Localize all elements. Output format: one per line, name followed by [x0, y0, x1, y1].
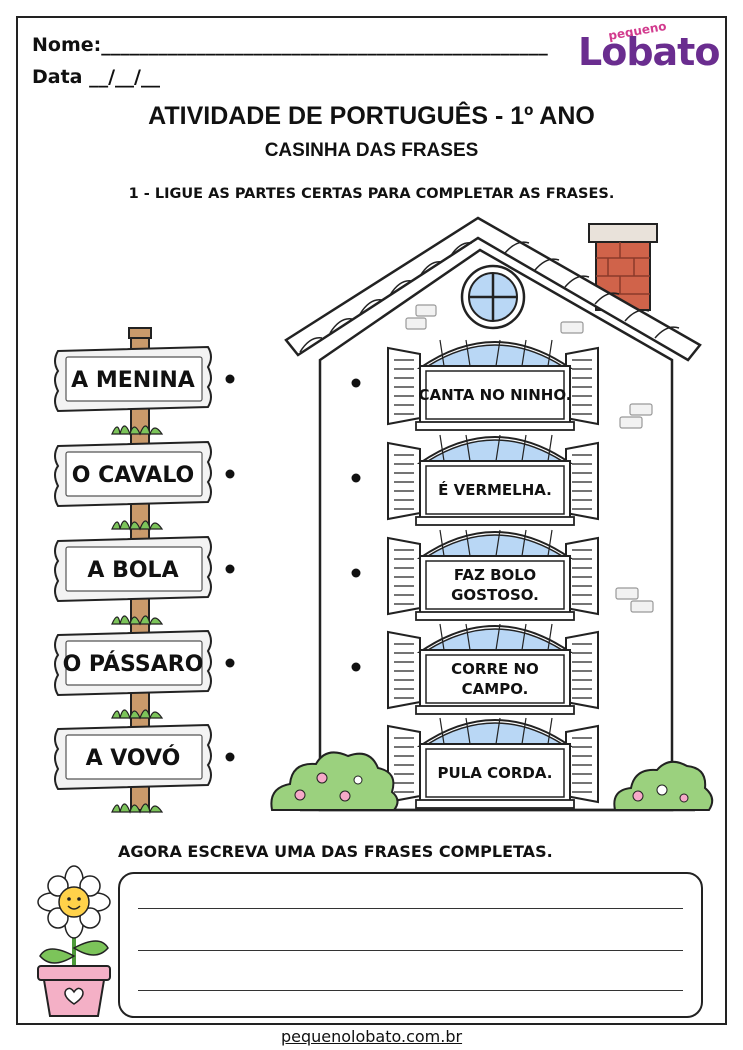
grass-tuft	[111, 615, 164, 627]
grass-tuft	[111, 803, 164, 815]
page-frame	[16, 16, 727, 1025]
writing-line[interactable]	[138, 908, 683, 909]
flower-pot-illustration	[37, 865, 111, 1017]
connect-dot-left[interactable]	[225, 564, 235, 574]
brand-logo: pequeno Lobato	[578, 19, 720, 82]
window-text: CAMPO.	[462, 680, 529, 698]
writing-line[interactable]	[138, 990, 683, 991]
grass-tuft	[111, 709, 164, 721]
connect-dot-left[interactable]	[225, 374, 235, 384]
name-field[interactable]: Nome:___________________________________…	[32, 34, 548, 56]
connect-dot-right[interactable]	[351, 662, 361, 672]
bush-left	[270, 751, 399, 811]
window-shutter	[387, 346, 421, 426]
window-text: PULA CORDA.	[438, 764, 553, 782]
window-text: FAZ BOLO	[454, 566, 536, 584]
writing-instruction: AGORA ESCREVA UMA DAS FRASES COMPLETAS.	[118, 842, 553, 861]
sign-label: O PÁSSARO	[63, 651, 204, 677]
instruction-text: 1 - LIGUE AS PARTES CERTAS PARA COMPLETA…	[128, 186, 615, 202]
sign-board: A VOVÓ	[54, 723, 212, 815]
window-text: CORRE NO	[451, 660, 539, 678]
house-window: FAZ BOLO GOSTOSO.	[387, 529, 599, 621]
house-window: PULA CORDA.	[387, 717, 599, 809]
page-subtitle: CASINHA DAS FRASES	[264, 140, 479, 161]
connect-dot-right[interactable]	[351, 378, 361, 388]
sign-board: A MENINA	[54, 345, 212, 437]
house-window: É VERMELHA.	[387, 434, 599, 526]
window-shutter	[565, 441, 599, 521]
roof	[284, 216, 702, 362]
sign-label: A MENINA	[71, 368, 195, 393]
grass-tuft	[111, 520, 164, 532]
footer-url[interactable]: pequenolobato.com.br	[280, 1027, 463, 1046]
connect-dot-left[interactable]	[225, 752, 235, 762]
window-text: CANTA NO NINHO.	[419, 386, 572, 404]
connect-dot-right[interactable]	[351, 568, 361, 578]
page-title: ATIVIDADE DE PORTUGUÊS - 1º ANO	[148, 102, 595, 130]
date-field[interactable]: Data __/__/__	[32, 66, 160, 88]
bush-right	[613, 760, 714, 811]
logo-big-text: Lobato	[578, 30, 720, 74]
window-text: É VERMELHA.	[438, 480, 552, 499]
sign-board: A BOLA	[54, 535, 212, 627]
grass-tuft	[111, 425, 164, 437]
connect-dot-left[interactable]	[225, 658, 235, 668]
window-shutter	[387, 441, 421, 521]
window-shutter	[565, 346, 599, 426]
writing-box[interactable]	[118, 872, 703, 1018]
window-shutter	[387, 536, 421, 616]
sign-board: O CAVALO	[54, 440, 212, 532]
writing-line[interactable]	[138, 950, 683, 951]
connect-dot-right[interactable]	[351, 473, 361, 483]
activity-illustration: A MENINA O CAVALO A BOLA O PÁSSARO A VOVÓ CA…	[54, 216, 714, 815]
window-text: GOSTOSO.	[451, 586, 539, 604]
sign-label: O CAVALO	[72, 463, 195, 488]
window-shutter	[565, 630, 599, 710]
window-shutter	[565, 724, 599, 804]
house-window: CORRE NO CAMPO.	[387, 623, 599, 715]
sign-label: A VOVÓ	[86, 745, 181, 771]
sign-board: O PÁSSARO	[54, 629, 212, 721]
round-window	[460, 264, 526, 330]
window-shutter	[387, 630, 421, 710]
wall-bricks	[405, 304, 654, 613]
connect-dot-left[interactable]	[225, 469, 235, 479]
house-window: CANTA NO NINHO.	[387, 339, 599, 431]
sign-label: A BOLA	[87, 558, 178, 583]
